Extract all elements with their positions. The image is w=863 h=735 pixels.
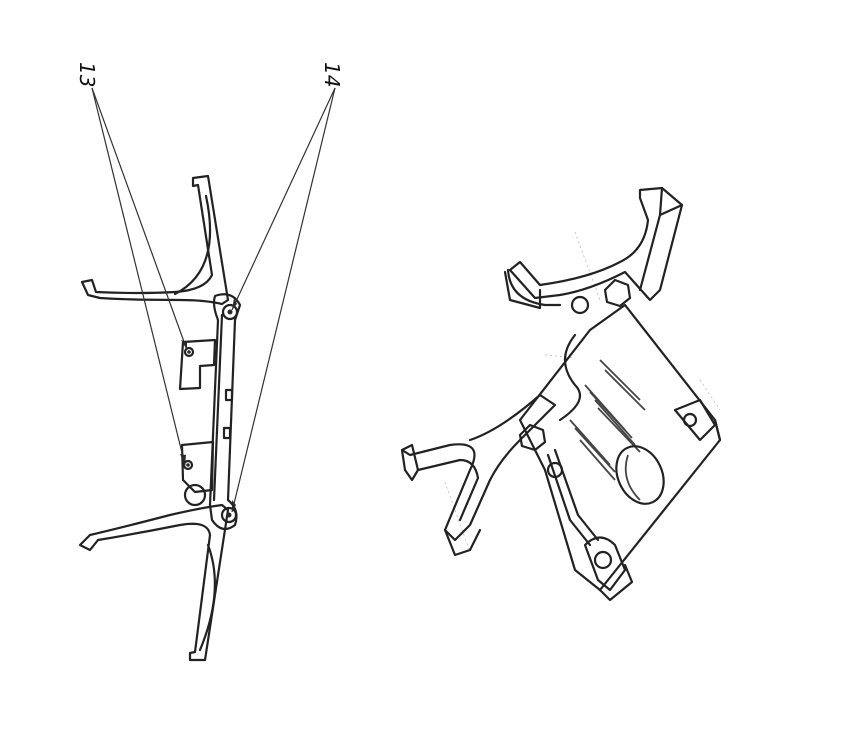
iso-slots — [569, 359, 646, 481]
upper-jaw-arm — [80, 174, 230, 306]
iso-round-hole — [615, 445, 665, 505]
leader-lines-14 — [231, 87, 336, 513]
hole-14-lower — [220, 506, 238, 524]
iso-upper-arm — [508, 186, 684, 302]
label-14: 14 — [320, 62, 344, 87]
label-13: 13 — [75, 62, 99, 87]
iso-lower-arm — [400, 393, 557, 542]
hole-14-upper — [221, 303, 239, 321]
iso-hex-nut-upper — [603, 278, 632, 308]
lower-knob — [183, 483, 207, 507]
iso-hex-nut-lower — [518, 423, 547, 452]
upper-clamp-block — [178, 338, 217, 391]
lower-jaw-arm — [78, 503, 230, 662]
leader-lines-13 — [91, 87, 188, 466]
hole-13-lower — [182, 459, 194, 471]
iso-main-plate — [518, 303, 722, 592]
hole-13-upper — [183, 346, 195, 358]
iso-bottom-knob — [583, 536, 627, 592]
side-view-figure: 13 14 — [75, 62, 344, 662]
isometric-view-figure — [400, 186, 722, 602]
